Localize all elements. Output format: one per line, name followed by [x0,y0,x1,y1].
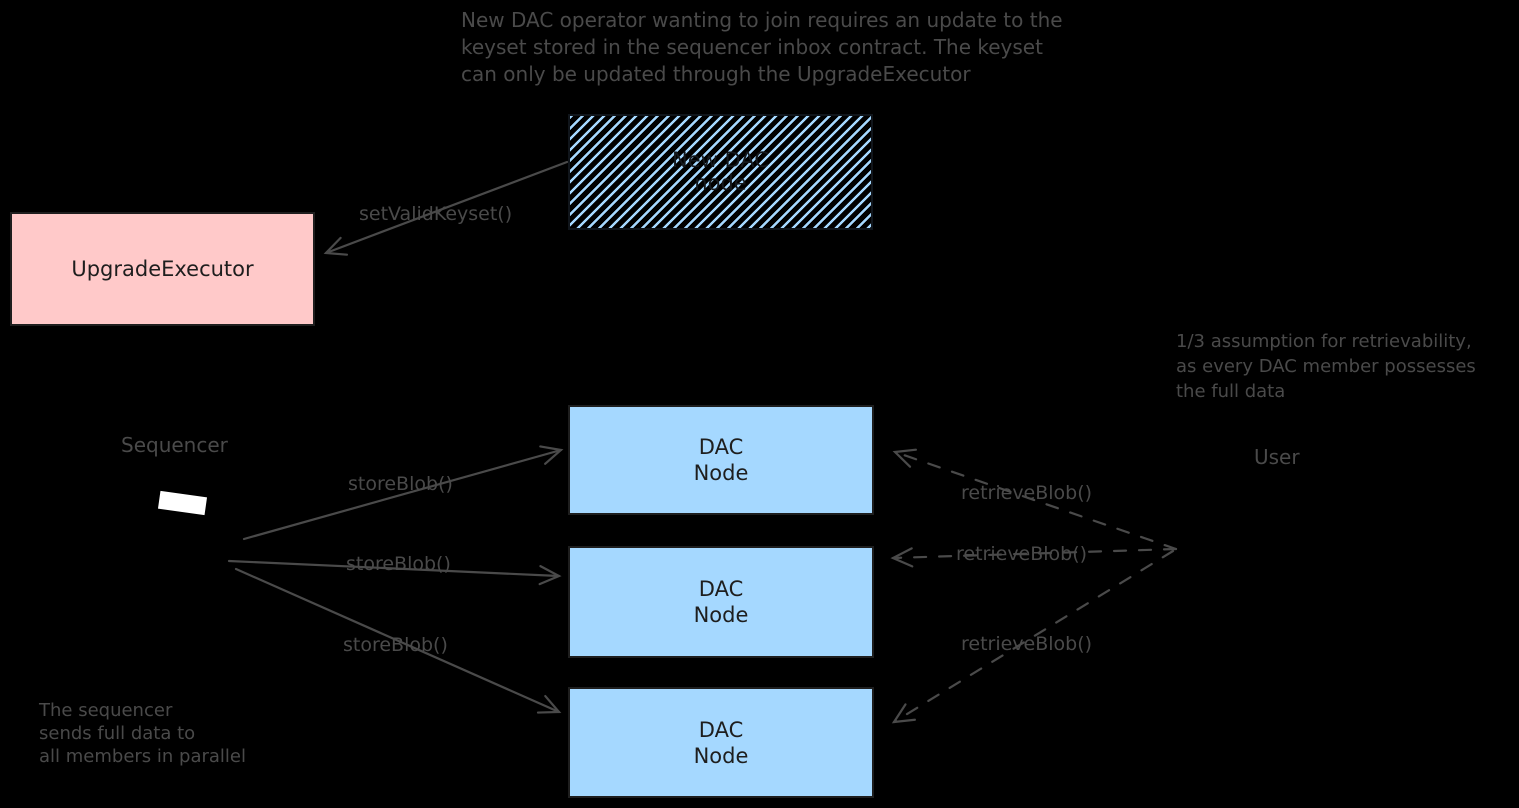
upgrade-executor-box: UpgradeExecutor [10,212,315,326]
parallel-note: The sequencer sends full data to all mem… [39,700,246,767]
assumption-note: 1/3 assumption for retrievability, as ev… [1176,331,1476,402]
store-blob-label-3: storeBlob() [343,634,448,656]
set-valid-keyset-label: setValidKeyset() [359,203,513,225]
store-blob-arrow-3 [234,567,562,714]
new-dac-node-box: New DAC node [568,114,873,230]
store-blob-label-1: storeBlob() [348,473,453,495]
dac-node-box-3: DAC Node [568,687,874,798]
user-label: User [1254,445,1300,469]
new-dac-node-label: New DAC node [672,148,769,195]
retrieve-blob-label-2: retrieveBlob() [956,543,1088,565]
store-blob-arrow-1 [242,445,564,541]
dac-node-label: DAC Node [693,717,749,768]
retrieve-blob-arrow-1 [892,448,1178,551]
dac-node-label: DAC Node [693,577,749,627]
store-blob-arrow-2 [227,559,562,586]
retrieve-blob-label-3: retrieveBlob() [961,633,1093,655]
dac-node-label: DAC Node [693,435,749,485]
sequencer-label: Sequencer [121,433,228,457]
retrieve-blob-arrow-3 [891,549,1175,724]
store-blob-label-2: storeBlob() [346,553,451,575]
dac-node-box-1: DAC Node [568,405,874,515]
retrieve-blob-label-1: retrieveBlob() [961,482,1093,504]
top-note: New DAC operator wanting to join require… [461,8,1063,86]
set-valid-keyset-arrow [323,160,569,256]
retrieve-blob-arrow-2 [890,547,1178,568]
upgrade-executor-label: UpgradeExecutor [71,257,254,281]
dac-node-box-2: DAC Node [568,546,874,658]
